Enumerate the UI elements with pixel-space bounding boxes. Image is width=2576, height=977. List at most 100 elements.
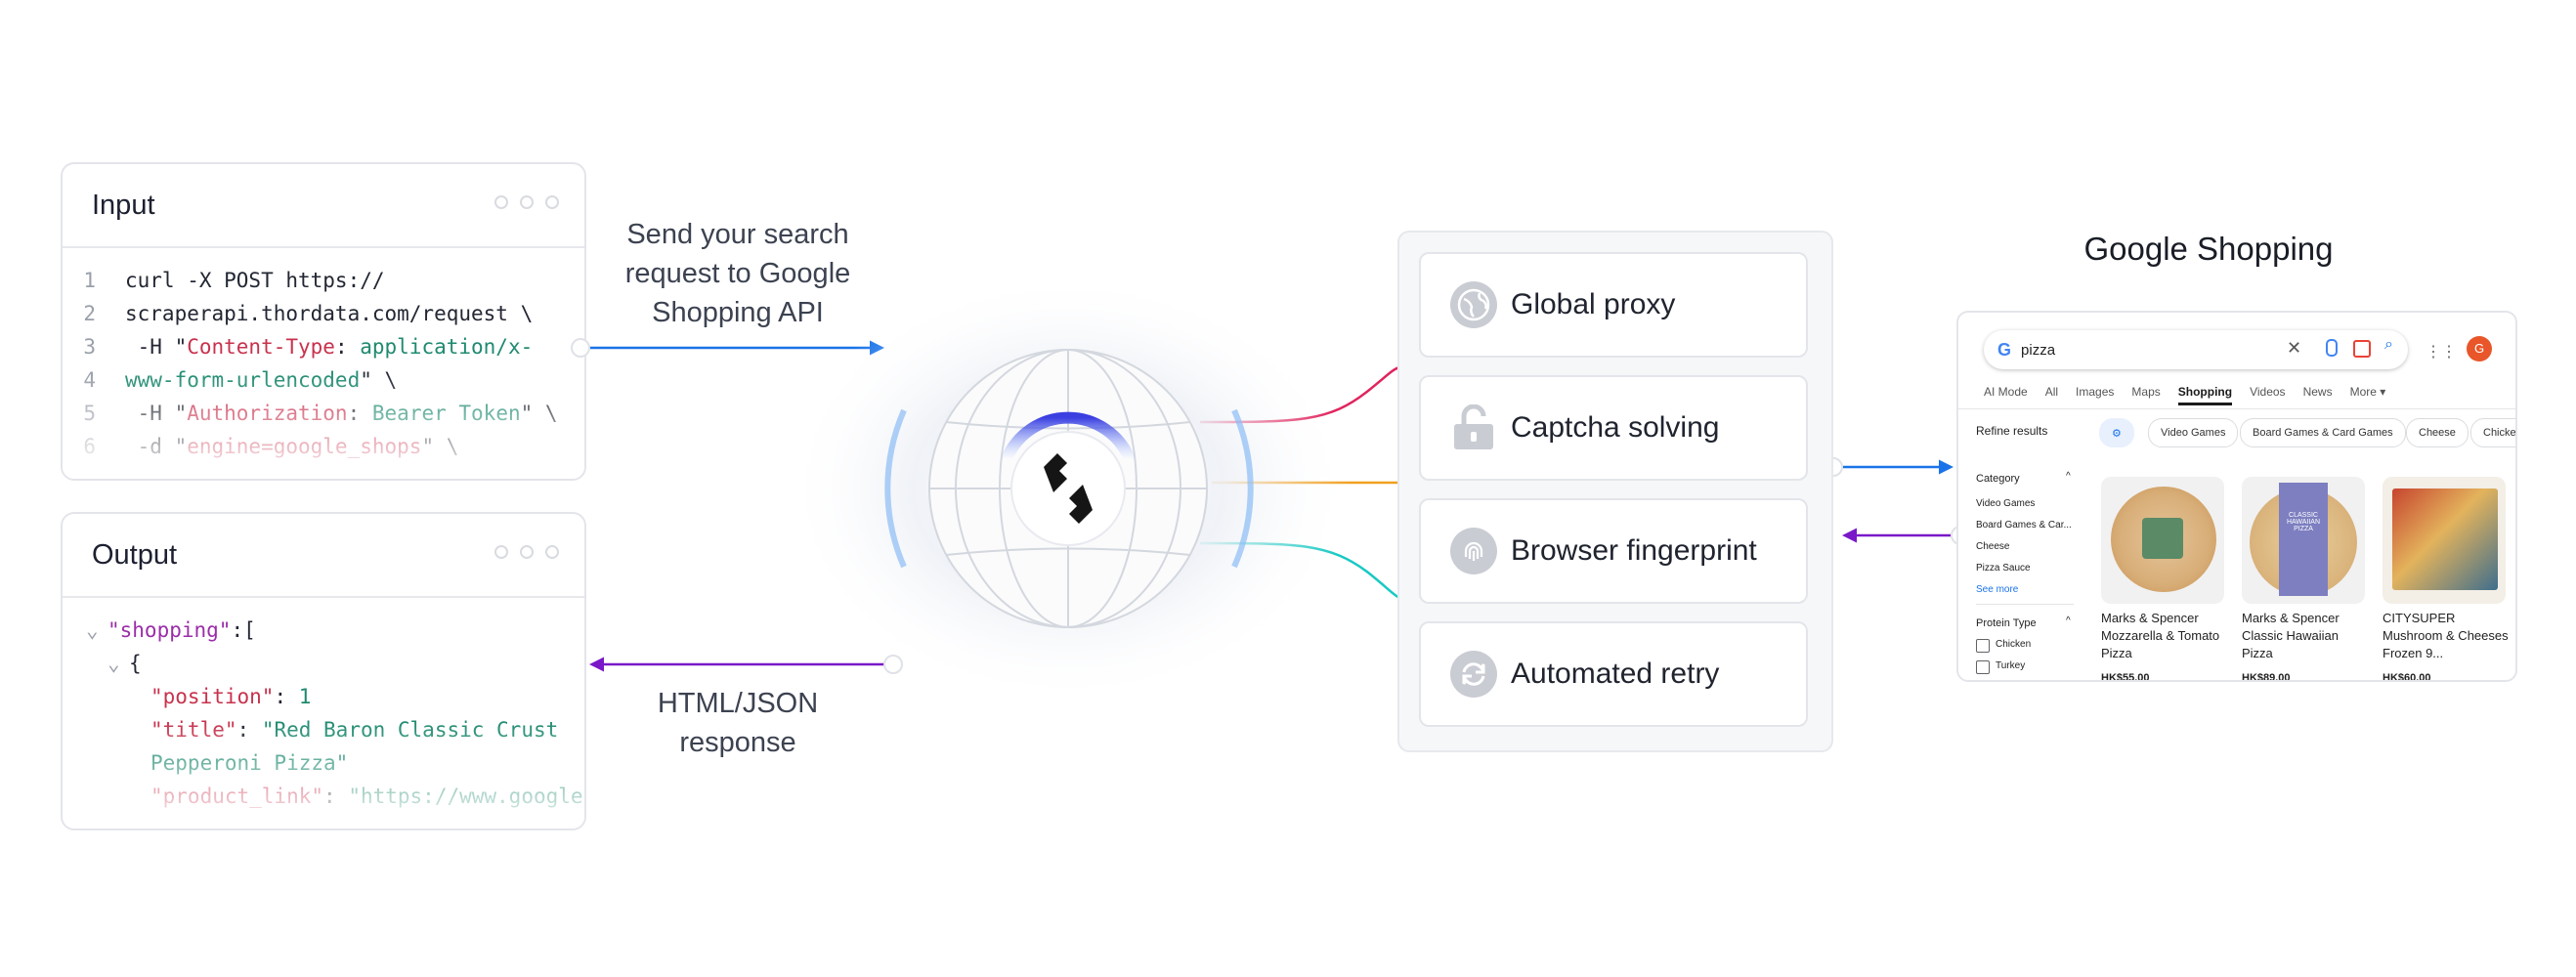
tab-videos[interactable]: Videos bbox=[2250, 385, 2286, 399]
collapse-chevron-icon[interactable]: ⌄ bbox=[107, 652, 120, 675]
feature-label: Captcha solving bbox=[1511, 411, 1720, 444]
category-item[interactable]: Board Games & Car... bbox=[1976, 520, 2072, 531]
product-name[interactable]: CITYSUPER Mushroom & Cheeses Frozen 9... bbox=[2383, 611, 2509, 660]
product-name[interactable]: Marks & Spencer Classic Hawaiian Pizza bbox=[2242, 611, 2340, 660]
category-item[interactable]: Pizza Sauce bbox=[1976, 563, 2031, 573]
code-line: 2 scraperapi.thordata.com/request \ bbox=[63, 297, 584, 330]
code-line: "product_link": "https://www.google bbox=[86, 780, 584, 813]
filter-chip-settings[interactable]: ⚙ bbox=[2099, 418, 2134, 447]
product-price: HK$55.00 bbox=[2101, 672, 2150, 682]
code-token: "https://www.google bbox=[348, 785, 583, 808]
tab-more[interactable]: More ▾ bbox=[2349, 385, 2386, 399]
window-dot bbox=[545, 195, 559, 209]
chevron-up-icon[interactable]: ^ bbox=[2066, 616, 2071, 626]
halo-arc-left bbox=[884, 408, 907, 569]
feature-card-fingerprint: Browser fingerprint bbox=[1419, 498, 1808, 604]
code-token: curl -X POST https:// bbox=[125, 269, 385, 292]
avatar[interactable]: G bbox=[2467, 336, 2492, 361]
product-image[interactable] bbox=[2101, 477, 2224, 604]
code-token: "title" bbox=[150, 718, 237, 742]
code-token: : bbox=[236, 718, 262, 742]
code-line: ⌄"shopping":[ bbox=[86, 614, 584, 647]
code-token: : bbox=[274, 685, 299, 708]
line-number: 2 bbox=[83, 302, 96, 325]
code-line: "title": "Red Baron Classic Crust bbox=[86, 713, 584, 746]
pizza-box: CLASSIC HAWAIIAN PIZZA bbox=[2279, 483, 2328, 596]
connector-node bbox=[571, 338, 590, 358]
collapse-chevron-icon[interactable]: ⌄ bbox=[86, 618, 99, 642]
line-number: 3 bbox=[83, 335, 96, 359]
mic-icon[interactable] bbox=[2326, 339, 2338, 357]
filter-chip[interactable]: Cheese bbox=[2406, 418, 2469, 447]
protein-checkbox[interactable] bbox=[1976, 639, 1990, 653]
feature-label: Browser fingerprint bbox=[1511, 534, 1757, 567]
code-line: 6 -d "engine=google_shops" \ bbox=[63, 430, 584, 463]
unlock-icon bbox=[1450, 404, 1497, 451]
clear-icon[interactable]: ✕ bbox=[2287, 338, 2302, 358]
tab-shopping[interactable]: Shopping bbox=[2177, 385, 2233, 405]
feature-stack: Global proxy Captcha solving Browser fin… bbox=[1397, 231, 1833, 752]
connector-red bbox=[1199, 365, 1400, 424]
feature-card-captcha: Captcha solving bbox=[1419, 375, 1808, 481]
see-more-link[interactable]: See more bbox=[1976, 584, 2019, 595]
pizza-label bbox=[2142, 518, 2183, 559]
code-token: 1 bbox=[298, 685, 312, 708]
search-tabs: AI Mode All Images Maps Shopping Videos … bbox=[1984, 385, 2385, 405]
filter-chip[interactable]: Board Games & Card Games bbox=[2240, 418, 2406, 447]
center-logo-ring bbox=[1001, 411, 1136, 465]
tab-ai-mode[interactable]: AI Mode bbox=[1984, 385, 2028, 399]
sidebar-divider bbox=[1976, 604, 2074, 605]
response-label: HTML/JSON response bbox=[586, 684, 889, 762]
tab-images[interactable]: Images bbox=[2076, 385, 2115, 399]
input-panel-header: Input bbox=[63, 164, 584, 248]
response-label-line: response bbox=[679, 727, 796, 758]
google-logo-icon: G bbox=[1997, 339, 2012, 360]
code-line: ⌄{ bbox=[86, 647, 584, 680]
output-code-block: ⌄"shopping":[⌄{"position": 1"title": "Re… bbox=[63, 598, 584, 813]
window-dots bbox=[494, 195, 559, 209]
feature-label: Automated retry bbox=[1511, 658, 1720, 690]
apps-icon[interactable]: ⋮⋮ bbox=[2426, 344, 2457, 361]
search-input[interactable]: pizza bbox=[2021, 341, 2056, 359]
code-token: -H " bbox=[125, 335, 188, 359]
category-item[interactable]: Video Games bbox=[1976, 498, 2036, 509]
protein-checkbox[interactable] bbox=[1976, 660, 1990, 674]
product-image[interactable]: CLASSIC HAWAIIAN PIZZA bbox=[2242, 477, 2365, 604]
search-bar[interactable]: G pizza ✕ ⌕ bbox=[1984, 330, 2408, 369]
tab-news[interactable]: News bbox=[2302, 385, 2333, 399]
center-logo-bg bbox=[1010, 431, 1126, 546]
code-token: www-form-urlencoded bbox=[125, 368, 361, 392]
filter-chip[interactable]: Chicke bbox=[2470, 418, 2515, 447]
window-dot bbox=[494, 195, 508, 209]
output-panel: Output ⌄"shopping":[⌄{"position": 1"titl… bbox=[61, 512, 586, 830]
globe-wireframe bbox=[928, 349, 1208, 628]
tabs-divider bbox=[1958, 408, 2515, 409]
fingerprint-icon bbox=[1450, 528, 1497, 574]
product-image[interactable] bbox=[2383, 477, 2506, 604]
output-panel-header: Output bbox=[63, 514, 584, 598]
code-line: 3 -H "Content-Type: application/x- bbox=[63, 330, 584, 363]
product-name[interactable]: Marks & Spencer Mozzarella & Tomato Pizz… bbox=[2101, 611, 2220, 660]
camera-icon[interactable] bbox=[2353, 340, 2371, 358]
category-item[interactable]: Cheese bbox=[1976, 541, 2010, 552]
protein-type-title[interactable]: Protein Type bbox=[1976, 617, 2037, 629]
search-icon[interactable]: ⌕ bbox=[2384, 336, 2393, 353]
filter-chip[interactable]: Video Games bbox=[2148, 418, 2239, 447]
tab-all[interactable]: All bbox=[2044, 385, 2059, 399]
connector-cyan bbox=[1199, 541, 1400, 600]
code-token: "position" bbox=[150, 685, 275, 708]
code-token: scraperapi.thordata.com/request \ bbox=[125, 302, 534, 325]
connector-node bbox=[883, 655, 903, 674]
window-dot bbox=[494, 545, 508, 559]
tab-maps[interactable]: Maps bbox=[2131, 385, 2161, 399]
feature-label: Global proxy bbox=[1511, 288, 1676, 320]
line-number: 4 bbox=[83, 368, 96, 392]
window-dot bbox=[520, 545, 534, 559]
protein-option: Chicken bbox=[1996, 639, 2032, 650]
category-title[interactable]: Category bbox=[1976, 473, 2020, 485]
code-line: Pepperoni Pizza" bbox=[86, 746, 584, 780]
code-token: " \ bbox=[520, 402, 558, 425]
code-line: "position": 1 bbox=[86, 680, 584, 713]
chevron-up-icon[interactable]: ^ bbox=[2066, 471, 2071, 482]
